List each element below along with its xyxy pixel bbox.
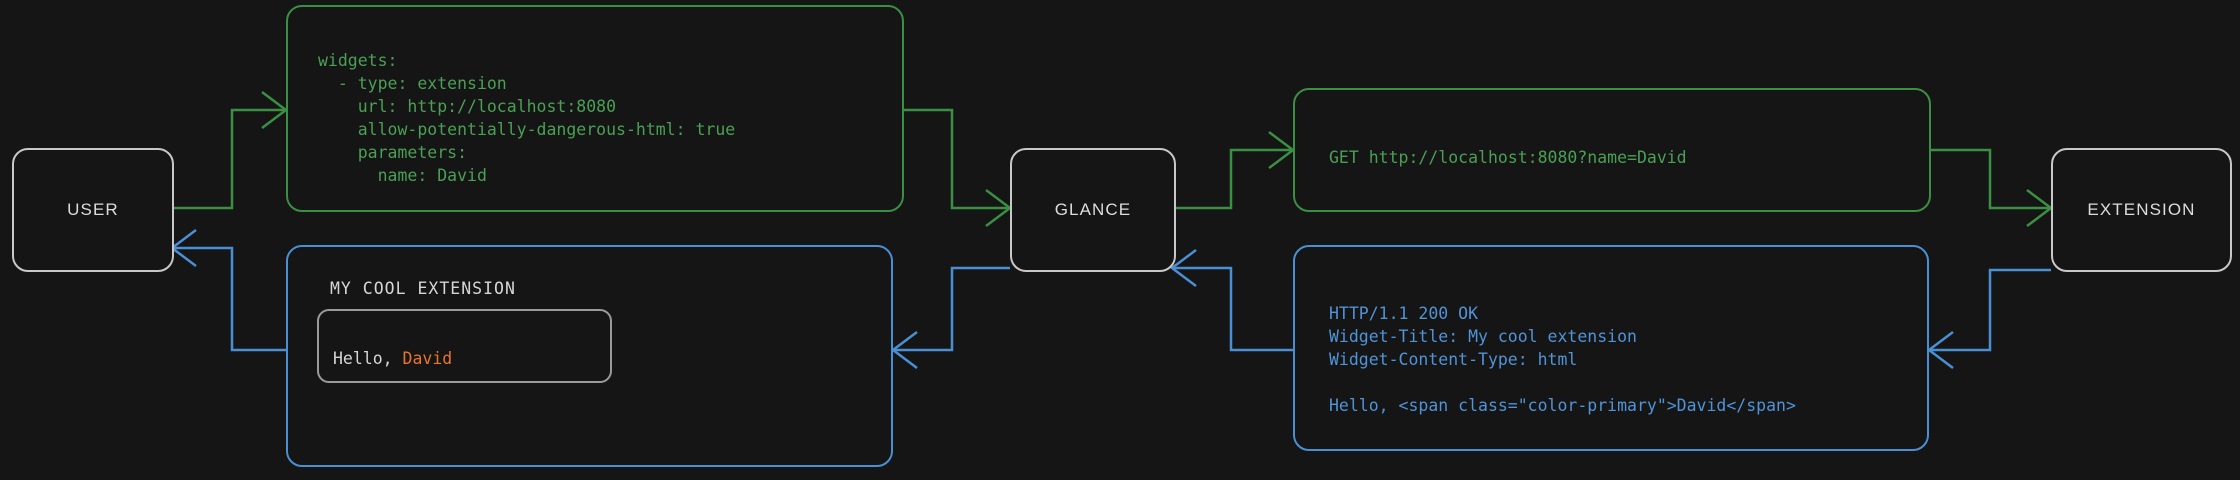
edge-response-to-glance: [1170, 249, 1293, 352]
node-extension-label: EXTENSION: [2087, 200, 2196, 219]
edge-widget-to-user: [170, 229, 286, 352]
edge-user-to-config: [170, 91, 288, 210]
node-user[interactable]: USER: [12, 148, 174, 272]
panel-rendered-widget[interactable]: MY COOL EXTENSION Hello, David: [286, 245, 893, 467]
edge-config-to-glance: [904, 108, 1012, 227]
yaml-config-text: widgets: - type: extension url: http://l…: [318, 50, 736, 185]
widget-greeting-prefix: Hello,: [333, 349, 403, 368]
edge-glance-to-widget: [891, 266, 1010, 369]
node-glance[interactable]: GLANCE: [1010, 148, 1176, 272]
widget-greeting-name: David: [402, 349, 453, 368]
node-extension[interactable]: EXTENSION: [2051, 148, 2232, 272]
widget-content-frame: Hello, David: [317, 309, 612, 383]
http-response-text: HTTP/1.1 200 OK Widget-Title: My cool ex…: [1329, 303, 1796, 415]
widget-title: MY COOL EXTENSION: [330, 279, 516, 298]
edge-extension-to-response: [1927, 268, 2051, 369]
edge-request-to-extension: [1931, 148, 2053, 227]
panel-yaml-config[interactable]: widgets: - type: extension url: http://l…: [286, 5, 904, 212]
panel-http-request[interactable]: GET http://localhost:8080?name=David: [1293, 88, 1931, 212]
node-user-label: USER: [67, 200, 119, 219]
widget-greeting: Hello, David: [333, 349, 452, 368]
panel-http-response[interactable]: HTTP/1.1 200 OK Widget-Title: My cool ex…: [1293, 245, 1929, 451]
edge-glance-to-request: [1172, 131, 1295, 210]
http-request-text: GET http://localhost:8080?name=David: [1329, 147, 1687, 167]
node-glance-label: GLANCE: [1054, 200, 1132, 219]
